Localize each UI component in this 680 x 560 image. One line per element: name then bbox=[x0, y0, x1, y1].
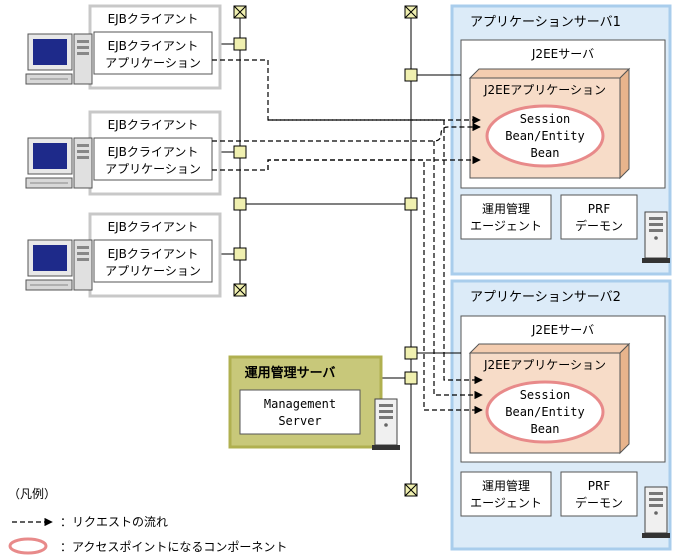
bean-2-line-1: Session bbox=[520, 388, 571, 402]
bean-1-line-2: Bean/Entity bbox=[505, 129, 584, 143]
flow-to-server2-c bbox=[268, 119, 483, 385]
legend-title: （凡例） bbox=[8, 487, 56, 501]
bean-2-line-3: Bean bbox=[531, 422, 560, 436]
j2ee-server-2-label: J2EEサーバ bbox=[531, 323, 594, 337]
prf-1-line-2: デーモン bbox=[575, 218, 623, 233]
flow-client2 bbox=[212, 122, 481, 142]
app-server-2: アプリケーションサーバ2 J2EEサーバ J2EEアプリケーション Sessio… bbox=[450, 279, 672, 551]
agent-1-box bbox=[460, 194, 552, 240]
mgmt-server: 運用管理サーバ Management Server bbox=[228, 355, 401, 451]
prf-1-box bbox=[560, 194, 638, 240]
bean-1-line-3: Bean bbox=[531, 146, 560, 160]
flow-to-server2-b bbox=[267, 159, 483, 415]
client-1-title: EJBクライアント bbox=[108, 12, 199, 26]
mgmt-server-title: 運用管理サーバ bbox=[245, 365, 336, 381]
server-2-icon bbox=[641, 486, 671, 539]
flow-client1 bbox=[212, 59, 481, 125]
mgmt-app-line-1: Management bbox=[264, 397, 336, 411]
legend-access-ellipse bbox=[8, 537, 48, 555]
app-server-2-title: アプリケーションサーバ2 bbox=[470, 290, 621, 305]
flow-to-server2-a bbox=[433, 141, 483, 400]
prf-2-box bbox=[560, 471, 638, 517]
client-3-app-line-2: アプリケーション bbox=[105, 264, 201, 278]
client-2-app-line-1: EJBクライアント bbox=[108, 145, 199, 159]
prf-1-line-1: PRF bbox=[588, 202, 611, 216]
client-1-app-line-1: EJBクライアント bbox=[108, 39, 199, 53]
agent-2-line-1: 運用管理 bbox=[482, 478, 530, 493]
client-1-app-line-2: アプリケーション bbox=[105, 56, 201, 70]
client-2-pc-icon bbox=[25, 137, 93, 189]
request-flows bbox=[212, 59, 483, 415]
agent-2-line-2: エージェント bbox=[470, 496, 542, 510]
prf-2-line-2: デーモン bbox=[575, 495, 623, 510]
client-2-app-line-2: アプリケーション bbox=[105, 162, 201, 176]
client-3-pc-icon bbox=[25, 239, 93, 291]
server-1-icon bbox=[641, 211, 671, 264]
legend-request-flow: ：リクエストの流れ bbox=[60, 515, 168, 529]
terminators bbox=[233, 5, 418, 497]
client-3-app-line-1: EJBクライアント bbox=[108, 247, 199, 261]
mgmt-server-icon bbox=[371, 398, 401, 451]
client-2-title: EJBクライアント bbox=[108, 118, 199, 132]
mgmt-app-line-2: Server bbox=[278, 414, 321, 428]
agent-1-line-2: エージェント bbox=[470, 219, 542, 233]
client-1-pc-icon bbox=[25, 33, 93, 85]
bean-2-line-2: Bean/Entity bbox=[505, 405, 584, 419]
flow-client3 bbox=[212, 155, 481, 171]
legend-access-point: ：アクセスポイントになるコンポーネント bbox=[60, 540, 287, 554]
j2ee-app-2-label: J2EEアプリケーション bbox=[483, 358, 606, 372]
bean-2-access-point bbox=[485, 380, 605, 444]
client-2: EJBクライアント EJBクライアント アプリケーション bbox=[25, 110, 222, 196]
client-3-title: EJBクライアント bbox=[108, 220, 199, 234]
agent-1-line-1: 運用管理 bbox=[482, 201, 530, 216]
app-server-1: アプリケーションサーバ1 J2EEサーバ J2EEアプリケーション Sessio… bbox=[450, 4, 672, 276]
bean-1-access-point bbox=[485, 104, 605, 168]
j2ee-app-1-label: J2EEアプリケーション bbox=[483, 83, 606, 97]
legend: （凡例） ：リクエストの流れ ：アクセスポイントになるコンポーネント bbox=[8, 487, 287, 555]
j2ee-server-1-label: J2EEサーバ bbox=[531, 47, 594, 61]
agent-2-box bbox=[460, 471, 552, 517]
app-server-1-title: アプリケーションサーバ1 bbox=[470, 15, 621, 30]
client-3: EJBクライアント EJBクライアント アプリケーション bbox=[25, 212, 222, 298]
network-nodes bbox=[233, 37, 418, 385]
client-1: EJBクライアント EJBクライアント アプリケーション bbox=[25, 4, 222, 90]
prf-2-line-1: PRF bbox=[588, 479, 611, 493]
bean-1-line-1: Session bbox=[520, 112, 571, 126]
